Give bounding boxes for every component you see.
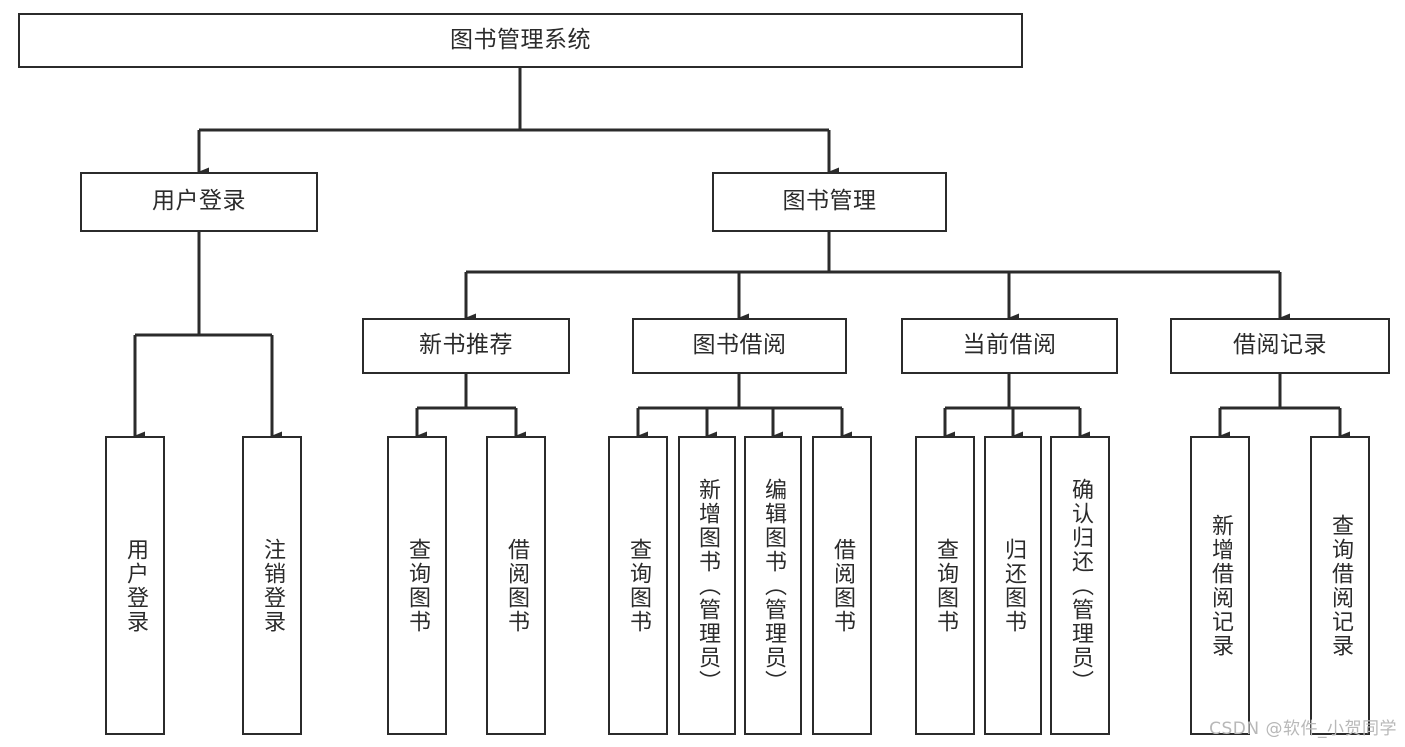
node-label: 归还图书 [1001, 537, 1026, 634]
node-label: 图书借阅 [692, 332, 787, 359]
node-label: 新增借阅记录 [1208, 513, 1233, 658]
node-label: 确认归还（管理员） [1068, 477, 1093, 694]
node-leaf-borrow-book-1[interactable]: 借阅图书 [486, 436, 546, 735]
node-label: 用户登录 [152, 188, 246, 215]
node-label: 用户登录 [123, 537, 148, 634]
node-label: 新书推荐 [419, 332, 513, 359]
node-label: 查询借阅记录 [1328, 513, 1353, 658]
node-root[interactable]: 图书管理系统 [18, 13, 1023, 68]
node-user-login[interactable]: 用户登录 [80, 172, 318, 232]
node-leaf-query-record[interactable]: 查询借阅记录 [1310, 436, 1370, 735]
node-label: 图书管理系统 [450, 26, 591, 53]
node-label: 查询图书 [933, 537, 958, 634]
node-leaf-edit-book[interactable]: 编辑图书（管理员） [744, 436, 802, 735]
node-leaf-logout-login[interactable]: 注销登录 [242, 436, 302, 735]
node-label: 借阅图书 [830, 537, 855, 634]
node-label: 图书管理 [782, 188, 877, 215]
node-leaf-confirm-return[interactable]: 确认归还（管理员） [1050, 436, 1110, 735]
node-new-book-recommend[interactable]: 新书推荐 [362, 318, 570, 374]
node-leaf-query-book-1[interactable]: 查询图书 [387, 436, 447, 735]
node-leaf-borrow-book-2[interactable]: 借阅图书 [812, 436, 872, 735]
node-leaf-user-login[interactable]: 用户登录 [105, 436, 165, 735]
node-current-borrow[interactable]: 当前借阅 [901, 318, 1118, 374]
node-leaf-query-book-2[interactable]: 查询图书 [608, 436, 668, 735]
node-label: 查询图书 [405, 537, 430, 634]
node-label: 借阅记录 [1233, 332, 1327, 359]
node-label: 借阅图书 [504, 537, 529, 634]
node-label: 当前借阅 [962, 332, 1057, 359]
node-label: 编辑图书（管理员） [761, 477, 786, 694]
node-leaf-add-book[interactable]: 新增图书（管理员） [678, 436, 736, 735]
node-label: 新增图书（管理员） [695, 477, 720, 694]
node-book-borrow[interactable]: 图书借阅 [632, 318, 847, 374]
node-label: 注销登录 [260, 537, 285, 634]
node-leaf-return-book[interactable]: 归还图书 [984, 436, 1042, 735]
node-label: 查询图书 [626, 537, 651, 634]
csdn-watermark: CSDN @软件_小贺同学 [1209, 719, 1397, 739]
node-leaf-query-book-3[interactable]: 查询图书 [915, 436, 975, 735]
node-book-manage[interactable]: 图书管理 [712, 172, 947, 232]
node-borrow-record[interactable]: 借阅记录 [1170, 318, 1390, 374]
node-leaf-add-record[interactable]: 新增借阅记录 [1190, 436, 1250, 735]
